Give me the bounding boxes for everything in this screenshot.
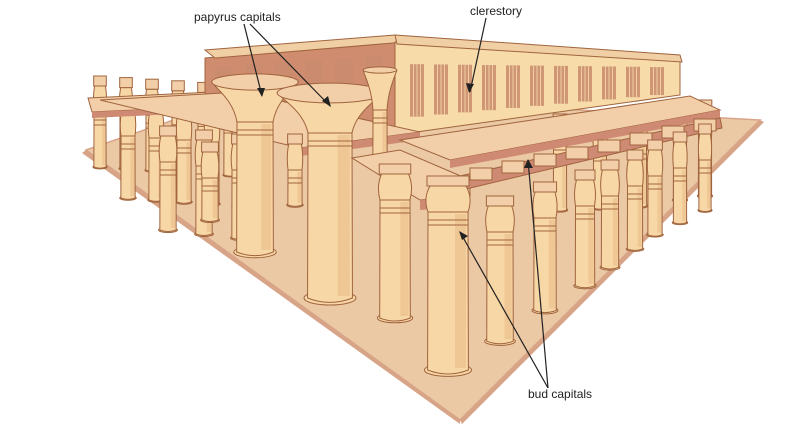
bud-column (200, 141, 220, 224)
column-abacus (532, 181, 558, 193)
column-abacus (626, 149, 644, 161)
column-shade (548, 220, 555, 309)
column-shade (612, 198, 618, 266)
column-shade (102, 114, 106, 165)
column-abacus (672, 131, 688, 143)
bud-column (376, 163, 414, 324)
bud-column (423, 175, 473, 377)
column-shade (707, 162, 711, 209)
bud-column (573, 169, 597, 290)
platform-edge-right (460, 120, 764, 424)
papyrus-column (210, 73, 300, 259)
column-shade (504, 234, 512, 340)
column-shade (642, 148, 646, 204)
bud-column (671, 131, 689, 226)
label-leader-lines (243, 17, 549, 389)
column-shade (261, 124, 272, 250)
beam-block (629, 132, 653, 146)
column-abacus (698, 123, 712, 135)
side-aisle-roof (350, 95, 723, 210)
bud-capital (158, 135, 178, 163)
column-shade (297, 172, 302, 203)
front-bud-columns (200, 123, 713, 377)
clerestory-window (305, 60, 323, 90)
column-abacus (426, 175, 470, 187)
bud-column (158, 125, 178, 234)
beam-block (469, 167, 493, 181)
column-abacus (171, 80, 185, 92)
column-abacus (378, 163, 412, 175)
bud-capital (600, 169, 620, 197)
column-shade (186, 142, 191, 200)
column-abacus (195, 129, 213, 141)
bud-column (92, 75, 108, 170)
arrow-head (322, 96, 331, 107)
bud-capital (485, 205, 515, 233)
bud-column (625, 149, 645, 252)
label-clerestory: clerestory (470, 4, 523, 18)
column-shade (400, 202, 409, 316)
beam-block (501, 160, 525, 174)
side-roof-right-edge (450, 110, 720, 168)
bud-capital (697, 133, 713, 161)
column-shade (130, 138, 135, 196)
papyrus-capital-top (211, 73, 299, 91)
bud-column (286, 133, 304, 208)
bud-column (697, 123, 713, 213)
column-abacus (93, 75, 107, 87)
column-shade (682, 170, 686, 221)
bud-capital (286, 143, 304, 171)
column-abacus (119, 77, 133, 89)
column-shade (337, 135, 350, 296)
column-abacus (647, 139, 663, 151)
arrow-head (466, 83, 474, 93)
column-shade (382, 112, 387, 158)
central-papyrus-columns (99, 66, 421, 306)
column-abacus (159, 125, 177, 137)
bud-capital (377, 173, 413, 201)
column-abacus (485, 195, 515, 207)
arrow-head (524, 159, 533, 168)
bud-capital (574, 179, 596, 207)
arrow-head (257, 88, 265, 97)
papyrus-capital-top (362, 66, 398, 74)
column-shade (455, 214, 466, 368)
papyrus-capital-top (276, 82, 384, 104)
leader-papyrus-2 (249, 23, 331, 107)
bud-capital (626, 159, 644, 187)
label-papyrus-capitals: papyrus capitals (194, 10, 281, 24)
column-shade (170, 164, 176, 228)
bud-capital (200, 151, 220, 179)
beam-block (597, 139, 621, 153)
arrow-head (459, 231, 468, 240)
bud-capital (672, 141, 688, 169)
leader-papyrus-1 (243, 23, 263, 97)
column-shade (588, 208, 594, 284)
bud-capital (425, 185, 471, 213)
leader-clerestory (469, 17, 487, 93)
column-shade (657, 178, 662, 233)
column-abacus (145, 78, 159, 90)
bud-capital (532, 191, 558, 219)
beam-block (565, 146, 589, 160)
bud-capital (646, 149, 664, 177)
leader-bud-1 (459, 231, 549, 389)
column-abacus (600, 159, 620, 171)
clerestory-roof-edge (394, 34, 683, 63)
column-shade (637, 188, 642, 247)
leader-bud-2 (527, 159, 549, 389)
label-bud-capitals: bud capitals (528, 387, 593, 401)
column-abacus (574, 169, 596, 181)
papyrus-column (276, 82, 384, 306)
column-abacus (201, 141, 219, 153)
bud-column (646, 139, 664, 238)
column-abacus (287, 133, 303, 145)
clerestory-window (335, 58, 353, 88)
bud-column (599, 159, 621, 271)
beam-block (533, 153, 557, 167)
column-shade (562, 152, 566, 208)
column-shade (212, 180, 218, 218)
